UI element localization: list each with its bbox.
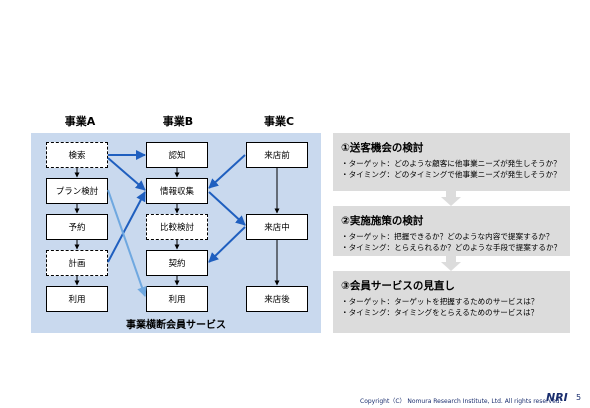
node-b-contract: 契約: [146, 250, 208, 276]
arrow-a-plan-to-b-info: [107, 191, 146, 263]
panel-arrow-1-stem: [446, 191, 456, 197]
panel-3: ③会員サービスの見直し ・ターゲット：ターゲットを把握するためのサービスは？ ・…: [333, 271, 570, 333]
panel-arrow-2-stem: [446, 256, 456, 262]
node-b-info-gathering: 情報収集: [146, 178, 208, 204]
panel-1: ①送客機会の検討 ・ターゲット：どのような顧客に他事業ニーズが発生しそうか？ ・…: [333, 133, 570, 191]
panel-1-line-1: ・ターゲット：どのような顧客に他事業ニーズが発生しそうか？: [341, 159, 561, 168]
node-b-awareness: 認知: [146, 142, 208, 168]
panel-3-title: ③会員サービスの見直し: [341, 280, 455, 292]
node-b-comparison: 比較検討: [146, 214, 208, 240]
node-a-plan-review: プラン検討: [46, 178, 108, 204]
panel-2-title: ②実施施策の検討: [341, 215, 424, 227]
node-c-during-visit: 来店中: [246, 214, 308, 240]
panel-1-line-2: ・タイミング：どのタイミングで他事業ニーズが発生しそうか？: [341, 170, 561, 179]
arrow-c-during-to-b-contract: [208, 226, 246, 263]
panel-1-title: ①送客機会の検討: [341, 142, 424, 154]
arrow-a-planreview-to-b-use: [107, 189, 147, 297]
node-b-use: 利用: [146, 286, 208, 312]
panel-arrow-1: [441, 197, 461, 206]
node-a-use: 利用: [46, 286, 108, 312]
nri-logo: NRI: [546, 391, 568, 404]
node-a-search: 検索: [46, 142, 108, 168]
panel-3-line-1: ・ターゲット：ターゲットを把握するためのサービスは？: [341, 297, 539, 306]
node-c-after-visit: 来店後: [246, 286, 308, 312]
arrow-a-search-to-b-info: [107, 157, 146, 191]
arrow-c-before-to-b-info: [208, 154, 246, 189]
header-business-a: 事業A: [64, 115, 96, 128]
panel-arrow-2: [441, 262, 461, 271]
node-c-before-visit: 来店前: [246, 142, 308, 168]
header-business-c: 事業C: [263, 115, 295, 128]
header-business-b: 事業B: [162, 115, 194, 128]
cross-business-label: 事業横断会員サービス: [126, 320, 226, 331]
arrow-b-info-to-c-during: [208, 191, 246, 226]
panel-2-line-2: ・タイミング：とらえられるか？どのような手段で提案するか？: [341, 243, 562, 252]
node-a-planning: 計画: [46, 250, 108, 276]
node-a-reserve: 予約: [46, 214, 108, 240]
panel-2-line-1: ・ターゲット：把握できるか？どのような内容で提案するか？: [341, 232, 554, 241]
panel-3-line-2: ・タイミング：タイミングをとらえるためのサービスは？: [341, 308, 539, 317]
panel-2: ②実施施策の検討 ・ターゲット：把握できるか？どのような内容で提案するか？ ・タ…: [333, 206, 570, 256]
page-number: 5: [576, 393, 582, 402]
copyright-text: Copyright（C） Nomura Research Institute, …: [360, 398, 562, 405]
